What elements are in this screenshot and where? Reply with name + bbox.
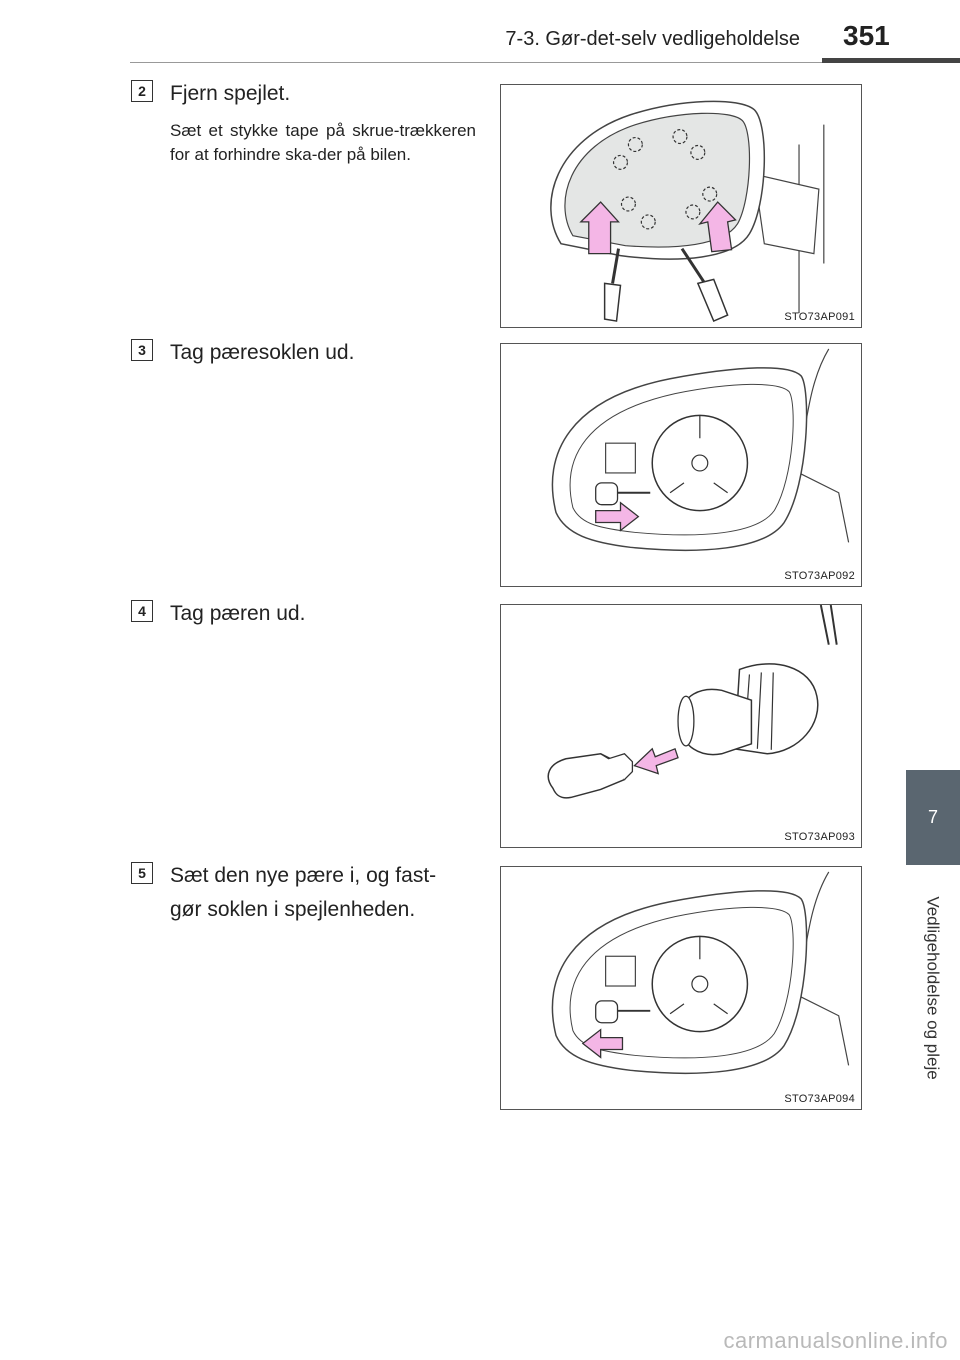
- figure-code: STO73AP092: [784, 570, 855, 582]
- chapter-title: Vedligeholdelse og pleje: [924, 896, 943, 1080]
- figure-code: STO73AP093: [784, 831, 855, 843]
- step-number-badge: 2: [131, 80, 153, 102]
- socket-installation-illustration: [551, 871, 850, 1074]
- chapter-label: Vedligeholdelse og pleje: [906, 868, 960, 1108]
- header-divider-accent: [822, 58, 960, 63]
- arrow-icon: [579, 201, 737, 255]
- step-title: Fjern spejlet.: [170, 82, 291, 105]
- socket-icon: [677, 663, 819, 756]
- step-number-badge: 5: [131, 862, 153, 884]
- figure-code: STO73AP094: [784, 1093, 855, 1105]
- arrow-icon: [581, 1028, 624, 1059]
- socket-removal-illustration: [551, 348, 850, 551]
- step-title: Tag pæren ud.: [170, 602, 306, 625]
- arrow-icon: [595, 501, 640, 532]
- figure-code: STO73AP091: [784, 311, 855, 323]
- step-title-line-2: gør soklen i spejlenheden.: [170, 898, 416, 921]
- step-title: Tag pæresoklen ud.: [170, 341, 355, 364]
- watermark: carmanualsonline.info: [723, 1328, 948, 1353]
- chapter-tab: 7: [906, 770, 960, 865]
- step-number-badge: 4: [131, 600, 153, 622]
- arrow-icon: [633, 747, 679, 775]
- bulb-removal-illustration: [547, 605, 838, 799]
- header-divider: [130, 62, 960, 63]
- chapter-number: 7: [927, 807, 938, 827]
- section-title: 7-3. Gør-det-selv vedligeholdelse: [505, 28, 800, 50]
- figure-install-socket: STO73AP094: [500, 866, 862, 1110]
- figure-remove-socket: STO73AP092: [500, 343, 862, 587]
- step-title-line-1: Sæt den nye pære i, og fast-: [170, 864, 437, 887]
- screwdriver-icon: [603, 247, 729, 323]
- mirror-removal-illustration: [550, 100, 825, 323]
- step-number-badge: 3: [131, 339, 153, 361]
- figure-remove-mirror: STO73AP091: [500, 84, 862, 328]
- bulb-icon: [547, 753, 634, 799]
- step-note: Sæt et stykke tape på skrue-trækkeren fo…: [170, 121, 476, 164]
- page-number: 351: [843, 20, 890, 51]
- socket-icon: [595, 1000, 651, 1024]
- socket-icon: [595, 482, 651, 506]
- figure-remove-bulb: STO73AP093: [500, 604, 862, 848]
